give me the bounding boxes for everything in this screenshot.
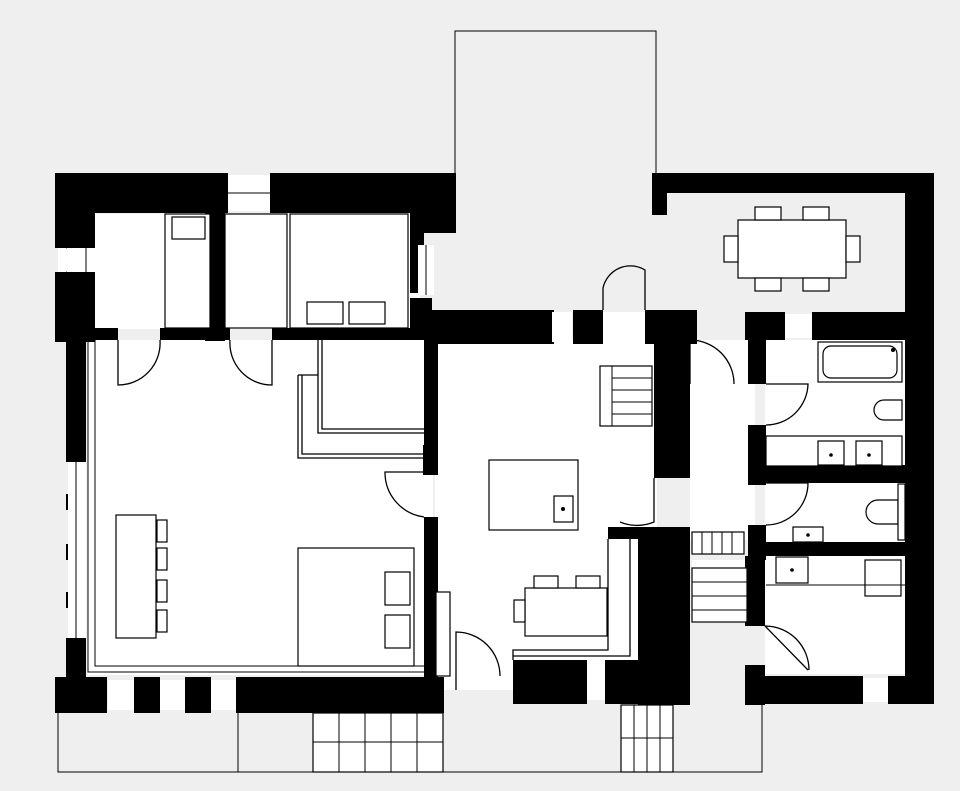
stairs-front-right: [620, 704, 674, 773]
built-in-closet: [297, 340, 424, 459]
bed-single: [164, 213, 211, 329]
stairs-cellar: [691, 531, 748, 623]
utility-sink: [775, 556, 809, 584]
shoe-cabinet: [435, 591, 451, 677]
double-sink: [765, 435, 903, 467]
toilet-1: [873, 399, 903, 421]
doors: [117, 265, 810, 690]
washing-machine: [864, 559, 902, 597]
stairs-interior: [599, 365, 653, 427]
wardrobe: [224, 213, 288, 329]
kitchen-counter: [512, 539, 631, 660]
kitchen-island: [488, 459, 579, 531]
terrace-dining-table: [723, 206, 861, 292]
toilet-2: [865, 483, 906, 541]
wc-sink: [792, 526, 824, 543]
dining-table: [115, 514, 168, 639]
windows: [58, 175, 888, 710]
walls: [55, 173, 934, 713]
double-bed-living: [297, 547, 415, 667]
bed-double: [289, 213, 409, 329]
stairs-front-left: [312, 712, 444, 773]
terrace-outline: [454, 30, 657, 178]
bathtub: [817, 341, 903, 383]
